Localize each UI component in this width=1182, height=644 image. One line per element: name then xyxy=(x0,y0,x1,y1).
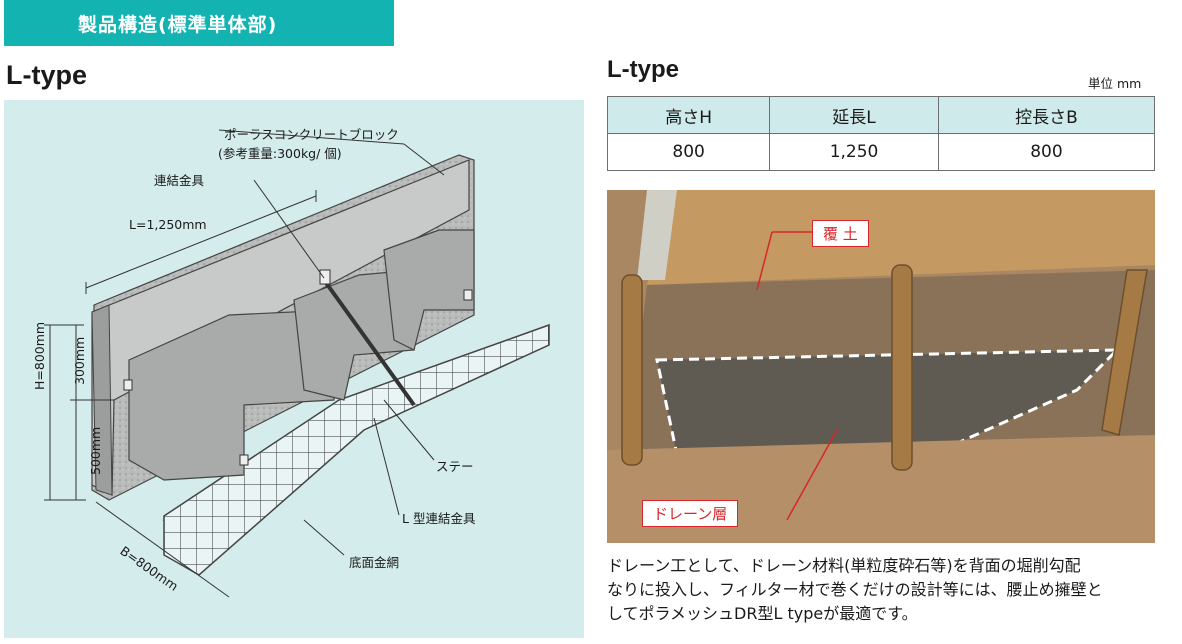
caption-line: ドレーン工として、ドレーン材料(単粒度砕石等)を背面の堀削勾配 xyxy=(607,556,1081,575)
spec-value-row: 800 1,250 800 xyxy=(606,133,1156,171)
label-porous-block: ポーラスコンクリートブロック xyxy=(224,127,399,142)
value-depth: 800 xyxy=(937,133,1156,171)
header-depth: 控長さB xyxy=(937,96,1156,134)
site-photo-illustration xyxy=(607,190,1155,543)
spec-header-row: 高さH 延長L 控長さB xyxy=(606,96,1156,134)
value-length: 1,250 xyxy=(769,133,939,171)
section-banner: 製品構造(標準単体部) xyxy=(4,0,394,46)
structure-drawing xyxy=(44,129,550,598)
label-weight-note: (参考重量:300kg/ 個) xyxy=(218,146,342,161)
header-height: 高さH xyxy=(606,96,771,134)
label-height-300: 300mm xyxy=(72,336,87,385)
label-length: L=1,250mm xyxy=(129,217,207,232)
value-height: 800 xyxy=(606,133,771,171)
structure-diagram: ポーラスコンクリートブロック (参考重量:300kg/ 個) 連結金具 L=1,… xyxy=(4,100,584,638)
spec-table: 高さH 延長L 控長さB 800 1,250 800 xyxy=(606,96,1156,171)
label-height-500: 500mm xyxy=(88,426,103,475)
tag-cover-soil: 覆 土 xyxy=(812,220,869,247)
label-connector: 連結金具 xyxy=(154,173,205,188)
bottom-mesh-grid xyxy=(162,323,550,576)
label-height-total: H=800mm xyxy=(32,321,47,390)
label-stay: ステー xyxy=(436,459,474,474)
section-title: 製品構造(標準単体部) xyxy=(78,13,278,36)
left-type-heading: L-type xyxy=(6,60,87,90)
label-l-connector: L 型連結金具 xyxy=(402,511,476,526)
site-photo: 覆 土 ドレーン層 xyxy=(607,190,1155,543)
right-type-heading: L-type xyxy=(607,56,679,83)
label-bottom-mesh: 底面金網 xyxy=(349,555,400,570)
unit-note: 単位 mm xyxy=(1088,76,1142,91)
caption-line: してポラメッシュDR型L typeが最適です。 xyxy=(607,604,918,623)
caption-text: ドレーン工として、ドレーン材料(単粒度砕石等)を背面の堀削勾配 なりに投入し、フ… xyxy=(607,554,1167,626)
caption-line: なりに投入し、フィルター材で巻くだけの設計等には、腰止め擁壁と xyxy=(607,580,1103,599)
header-length: 延長L xyxy=(769,96,939,134)
tag-drain-layer: ドレーン層 xyxy=(642,500,739,527)
